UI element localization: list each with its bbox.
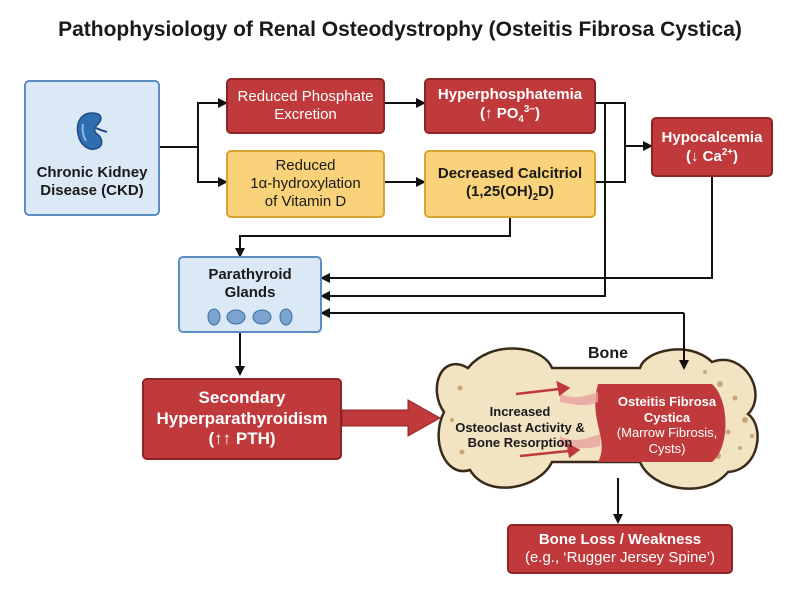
resorption-line1: Increased (489, 404, 551, 419)
formula-prefix: (↓ Ca (686, 147, 722, 165)
ckd-label-line2: Disease (CKD) (40, 182, 144, 199)
formula-prefix: (↑ PO (480, 105, 519, 123)
hyperphosphatemia-label: Hyperphosphatemia (437, 86, 583, 104)
osteitis-region (595, 384, 726, 462)
osteoclast-resorption-text: Increased Osteoclast Activity & Bone Res… (450, 404, 590, 451)
formula-suffix: D) (538, 182, 554, 200)
resorption-streak (560, 392, 598, 406)
reduced-hydroxylation-box: Reduced 1α-hydroxylation of Vitamin D (226, 150, 385, 218)
ckd-box: Chronic Kidney Disease (CKD) (24, 80, 160, 216)
hypocalcemia-formula: (↓ Ca2+) (686, 147, 738, 166)
secondary-line3: (↑↑ PTH) (208, 429, 276, 449)
bone-shape (435, 347, 759, 490)
arrow-hyperphosphatemia-to-parathyroid (320, 103, 606, 301)
reduced-phosphate-excretion-box: Reduced Phosphate Excretion (226, 78, 385, 134)
reduced-hydroxylation-line2: 1α-hydroxylation (250, 175, 361, 192)
reduced-hydroxylation-line1: Reduced (275, 157, 336, 174)
ckd-label: Chronic Kidney Disease (CKD) (37, 164, 148, 200)
bone-loss-box: Bone Loss / Weakness (e.g., ‘Rugger Jers… (507, 524, 733, 574)
osteitis-line1: Osteitis Fibrosa (617, 394, 717, 409)
calcitriol-formula: (1,25(OH)2D) (466, 183, 554, 204)
osteitis-fibrosa-text: Osteitis Fibrosa Cystica (Marrow Fibrosi… (612, 394, 722, 456)
diagram-title: Pathophysiology of Renal Osteodystrophy … (58, 18, 742, 41)
formula-prefix: (1,25(OH) (466, 182, 533, 200)
formula-suffix: ) (534, 105, 540, 123)
resorption-line3: Bone Resorption (467, 435, 573, 451)
secondary-line1: Secondary (198, 388, 286, 408)
reduced-phosphate-line2: Excretion (274, 106, 337, 123)
secondary-line2: Hyperparathyroidism (156, 408, 328, 428)
calcitriol-label: Decreased Calcitriol (437, 164, 583, 182)
formula-superscript: 2+ (721, 146, 733, 158)
osteitis-line3: (Marrow Fibrosis, (616, 425, 718, 441)
parathyroid-glands-box: Parathyroid Glands (178, 256, 322, 333)
decreased-calcitriol-box: Decreased Calcitriol (1,25(OH)2D) (424, 150, 596, 218)
reduced-hydroxylation-line3: of Vitamin D (264, 193, 347, 210)
kidney-icon (76, 112, 108, 150)
osteitis-line4: Cysts) (648, 440, 686, 456)
bone-internal-arrows (515, 380, 581, 459)
bone-label: Bone (588, 345, 628, 362)
hyperphosphatemia-box: Hyperphosphatemia (↑ PO43−) (424, 78, 596, 134)
arrow-calcitriol-to-parathyroid (235, 218, 511, 258)
formula-superscript: 3− (523, 104, 535, 116)
arrow-ckd-to-reduced-hydroxylation (197, 147, 228, 187)
parathyroid-glands-icon (207, 308, 293, 326)
hypocalcemia-label: Hypocalcemia (661, 128, 763, 146)
hyperphosphatemia-formula: (↑ PO43−) (480, 104, 540, 126)
bone-loss-line2: (e.g., ‘Rugger Jersey Spine’) (524, 549, 716, 566)
formula-suffix: ) (732, 147, 738, 165)
bone-loss-line1: Bone Loss / Weakness (538, 531, 702, 548)
arrow-hyperphosphatemia-to-hypocalcemia (596, 102, 653, 151)
arrow-ckd-to-reduced-phosphate (160, 98, 228, 148)
secondary-hyperparathyroidism-box: Secondary Hyperparathyroidism (↑↑ PTH) (142, 378, 342, 460)
ckd-label-line1: Chronic Kidney (36, 164, 148, 181)
formula-subscript: 4 (518, 114, 524, 126)
osteitis-line2: Cystica (643, 409, 691, 425)
parathyroid-line1: Parathyroid (208, 266, 292, 283)
parathyroid-line2: Glands (224, 284, 276, 301)
big-arrow-to-bone (341, 399, 442, 437)
formula-subscript: 2 (532, 191, 539, 203)
arrow-calcitriol-to-hypocalcemia (596, 146, 626, 183)
resorption-line2: Osteoclast Activity & (455, 419, 585, 435)
hypocalcemia-box: Hypocalcemia (↓ Ca2+) (651, 117, 773, 177)
bone-spongy-texture (450, 370, 754, 459)
reduced-phosphate-line1: Reduced Phosphate (237, 88, 374, 105)
arrow-hypocalcemia-to-parathyroid (320, 177, 713, 283)
